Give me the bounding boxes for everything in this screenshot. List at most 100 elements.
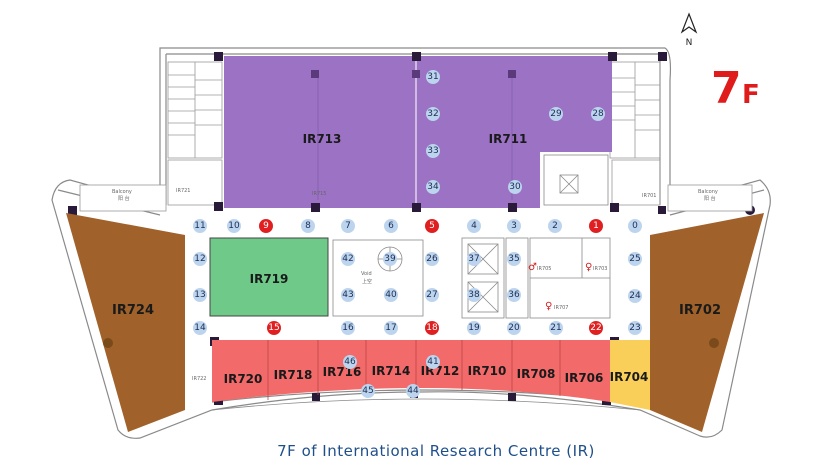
- room-ir724-label: IR724: [112, 303, 154, 318]
- marker-23: [628, 321, 642, 335]
- svg-text:N: N: [686, 38, 693, 48]
- svg-text:7: 7: [345, 221, 351, 231]
- marker-43: [341, 288, 355, 302]
- svg-text:36: 36: [508, 290, 520, 300]
- svg-text:16: 16: [342, 323, 354, 333]
- svg-text:44: 44: [407, 386, 419, 396]
- marker-32: [426, 107, 440, 121]
- svg-text:2: 2: [552, 221, 558, 231]
- marker-11: [193, 219, 207, 233]
- marker-7: [341, 219, 355, 233]
- svg-text:0: 0: [632, 221, 638, 231]
- toilet-male-icon: ♂: [528, 262, 537, 273]
- room-ir720-label: IR720: [224, 372, 263, 386]
- svg-text:32: 32: [427, 109, 438, 119]
- room-ir718[interactable]: IR718: [274, 368, 313, 382]
- svg-text:30: 30: [509, 182, 521, 192]
- marker-8: [301, 219, 315, 233]
- room-ir704[interactable]: IR704: [610, 340, 650, 410]
- svg-text:33: 33: [427, 146, 438, 156]
- room-ir708[interactable]: IR708: [517, 367, 556, 381]
- room-ir710-label: IR710: [468, 364, 507, 378]
- room-ir710[interactable]: IR710: [468, 364, 507, 378]
- svg-text:7: 7: [711, 63, 742, 114]
- room-ir719[interactable]: IR719: [209, 237, 329, 317]
- core-lifts: [461, 237, 611, 319]
- svg-text:24: 24: [629, 291, 641, 301]
- room-ir713[interactable]: IR713: [224, 56, 416, 208]
- stair-block-left: [167, 61, 223, 206]
- svg-text:19: 19: [468, 323, 480, 333]
- marker-12: [193, 252, 207, 266]
- svg-text:37: 37: [468, 254, 479, 264]
- marker-29: [549, 107, 563, 121]
- room-ir720[interactable]: IR720: [224, 372, 263, 386]
- svg-text:12: 12: [194, 254, 205, 264]
- svg-text:40: 40: [385, 290, 397, 300]
- svg-text:34: 34: [427, 182, 439, 192]
- map-caption: 7F of International Research Centre (IR): [277, 442, 595, 460]
- marker-4: [467, 219, 481, 233]
- svg-text:17: 17: [385, 323, 396, 333]
- room-ir702[interactable]: IR702: [650, 213, 764, 432]
- room-ir722-label: IR722: [192, 376, 207, 382]
- svg-text:1: 1: [593, 221, 599, 231]
- red-rooms-row: [212, 340, 610, 402]
- marker-45: [361, 384, 375, 398]
- toilet-accessible-icon: ♀: [545, 301, 552, 312]
- marker-39: [383, 252, 397, 266]
- toilet-female-icon: ♀: [585, 262, 592, 273]
- marker-13: [193, 288, 207, 302]
- room-ir711[interactable]: IR711: [416, 56, 612, 208]
- svg-text:29: 29: [550, 109, 562, 119]
- room-ir705-label: IR705: [537, 266, 552, 272]
- svg-text:阳 台: 阳 台: [704, 195, 716, 202]
- room-ir706-label: IR706: [565, 371, 604, 385]
- room-dividers: [267, 340, 561, 400]
- room-ir704-label: IR704: [610, 370, 649, 384]
- room-ir714-label: IR714: [372, 364, 411, 378]
- marker-16: [341, 321, 355, 335]
- svg-text:20: 20: [508, 323, 520, 333]
- svg-text:9: 9: [263, 221, 269, 231]
- svg-text:27: 27: [426, 290, 437, 300]
- marker-42: [341, 252, 355, 266]
- marker-19: [467, 321, 481, 335]
- marker-30: [508, 180, 522, 194]
- marker-6: [384, 219, 398, 233]
- lift-shaft-top: [543, 154, 609, 206]
- room-ir716-label: IR716: [323, 365, 362, 379]
- svg-text:26: 26: [426, 254, 438, 264]
- marker-35: [507, 252, 521, 266]
- svg-text:43: 43: [342, 290, 353, 300]
- marker-40: [384, 288, 398, 302]
- marker-41: [426, 355, 440, 369]
- marker-24: [628, 289, 642, 303]
- room-ir724[interactable]: IR724: [66, 213, 185, 432]
- room-ir706[interactable]: IR706: [565, 371, 604, 385]
- marker-34: [426, 180, 440, 194]
- room-ir716[interactable]: IR716: [323, 365, 362, 379]
- svg-text:Balcony: Balcony: [112, 189, 132, 195]
- marker-27: [425, 288, 439, 302]
- balcony-right: Balcony 阳 台: [667, 184, 753, 212]
- marker-31: [426, 70, 440, 84]
- balcony-left: Balcony 阳 台: [79, 184, 167, 212]
- marker-1: [589, 219, 603, 233]
- marker-22: [589, 321, 603, 335]
- room-ir707-label: IR707: [554, 305, 569, 311]
- marker-21: [549, 321, 563, 335]
- room-ir714[interactable]: IR714: [372, 364, 411, 378]
- room-ir719-label: IR719: [250, 272, 289, 286]
- svg-text:22: 22: [590, 323, 601, 333]
- svg-text:Void: Void: [361, 271, 372, 277]
- svg-text:38: 38: [468, 290, 480, 300]
- marker-3: [507, 219, 521, 233]
- floor-label: 7 F: [711, 63, 760, 114]
- room-ir711-label: IR711: [489, 132, 528, 146]
- void-area: Void 上空: [332, 239, 424, 317]
- stair-block-right: [609, 61, 661, 206]
- room-ir703-label: IR703: [593, 266, 608, 272]
- svg-text:42: 42: [342, 254, 353, 264]
